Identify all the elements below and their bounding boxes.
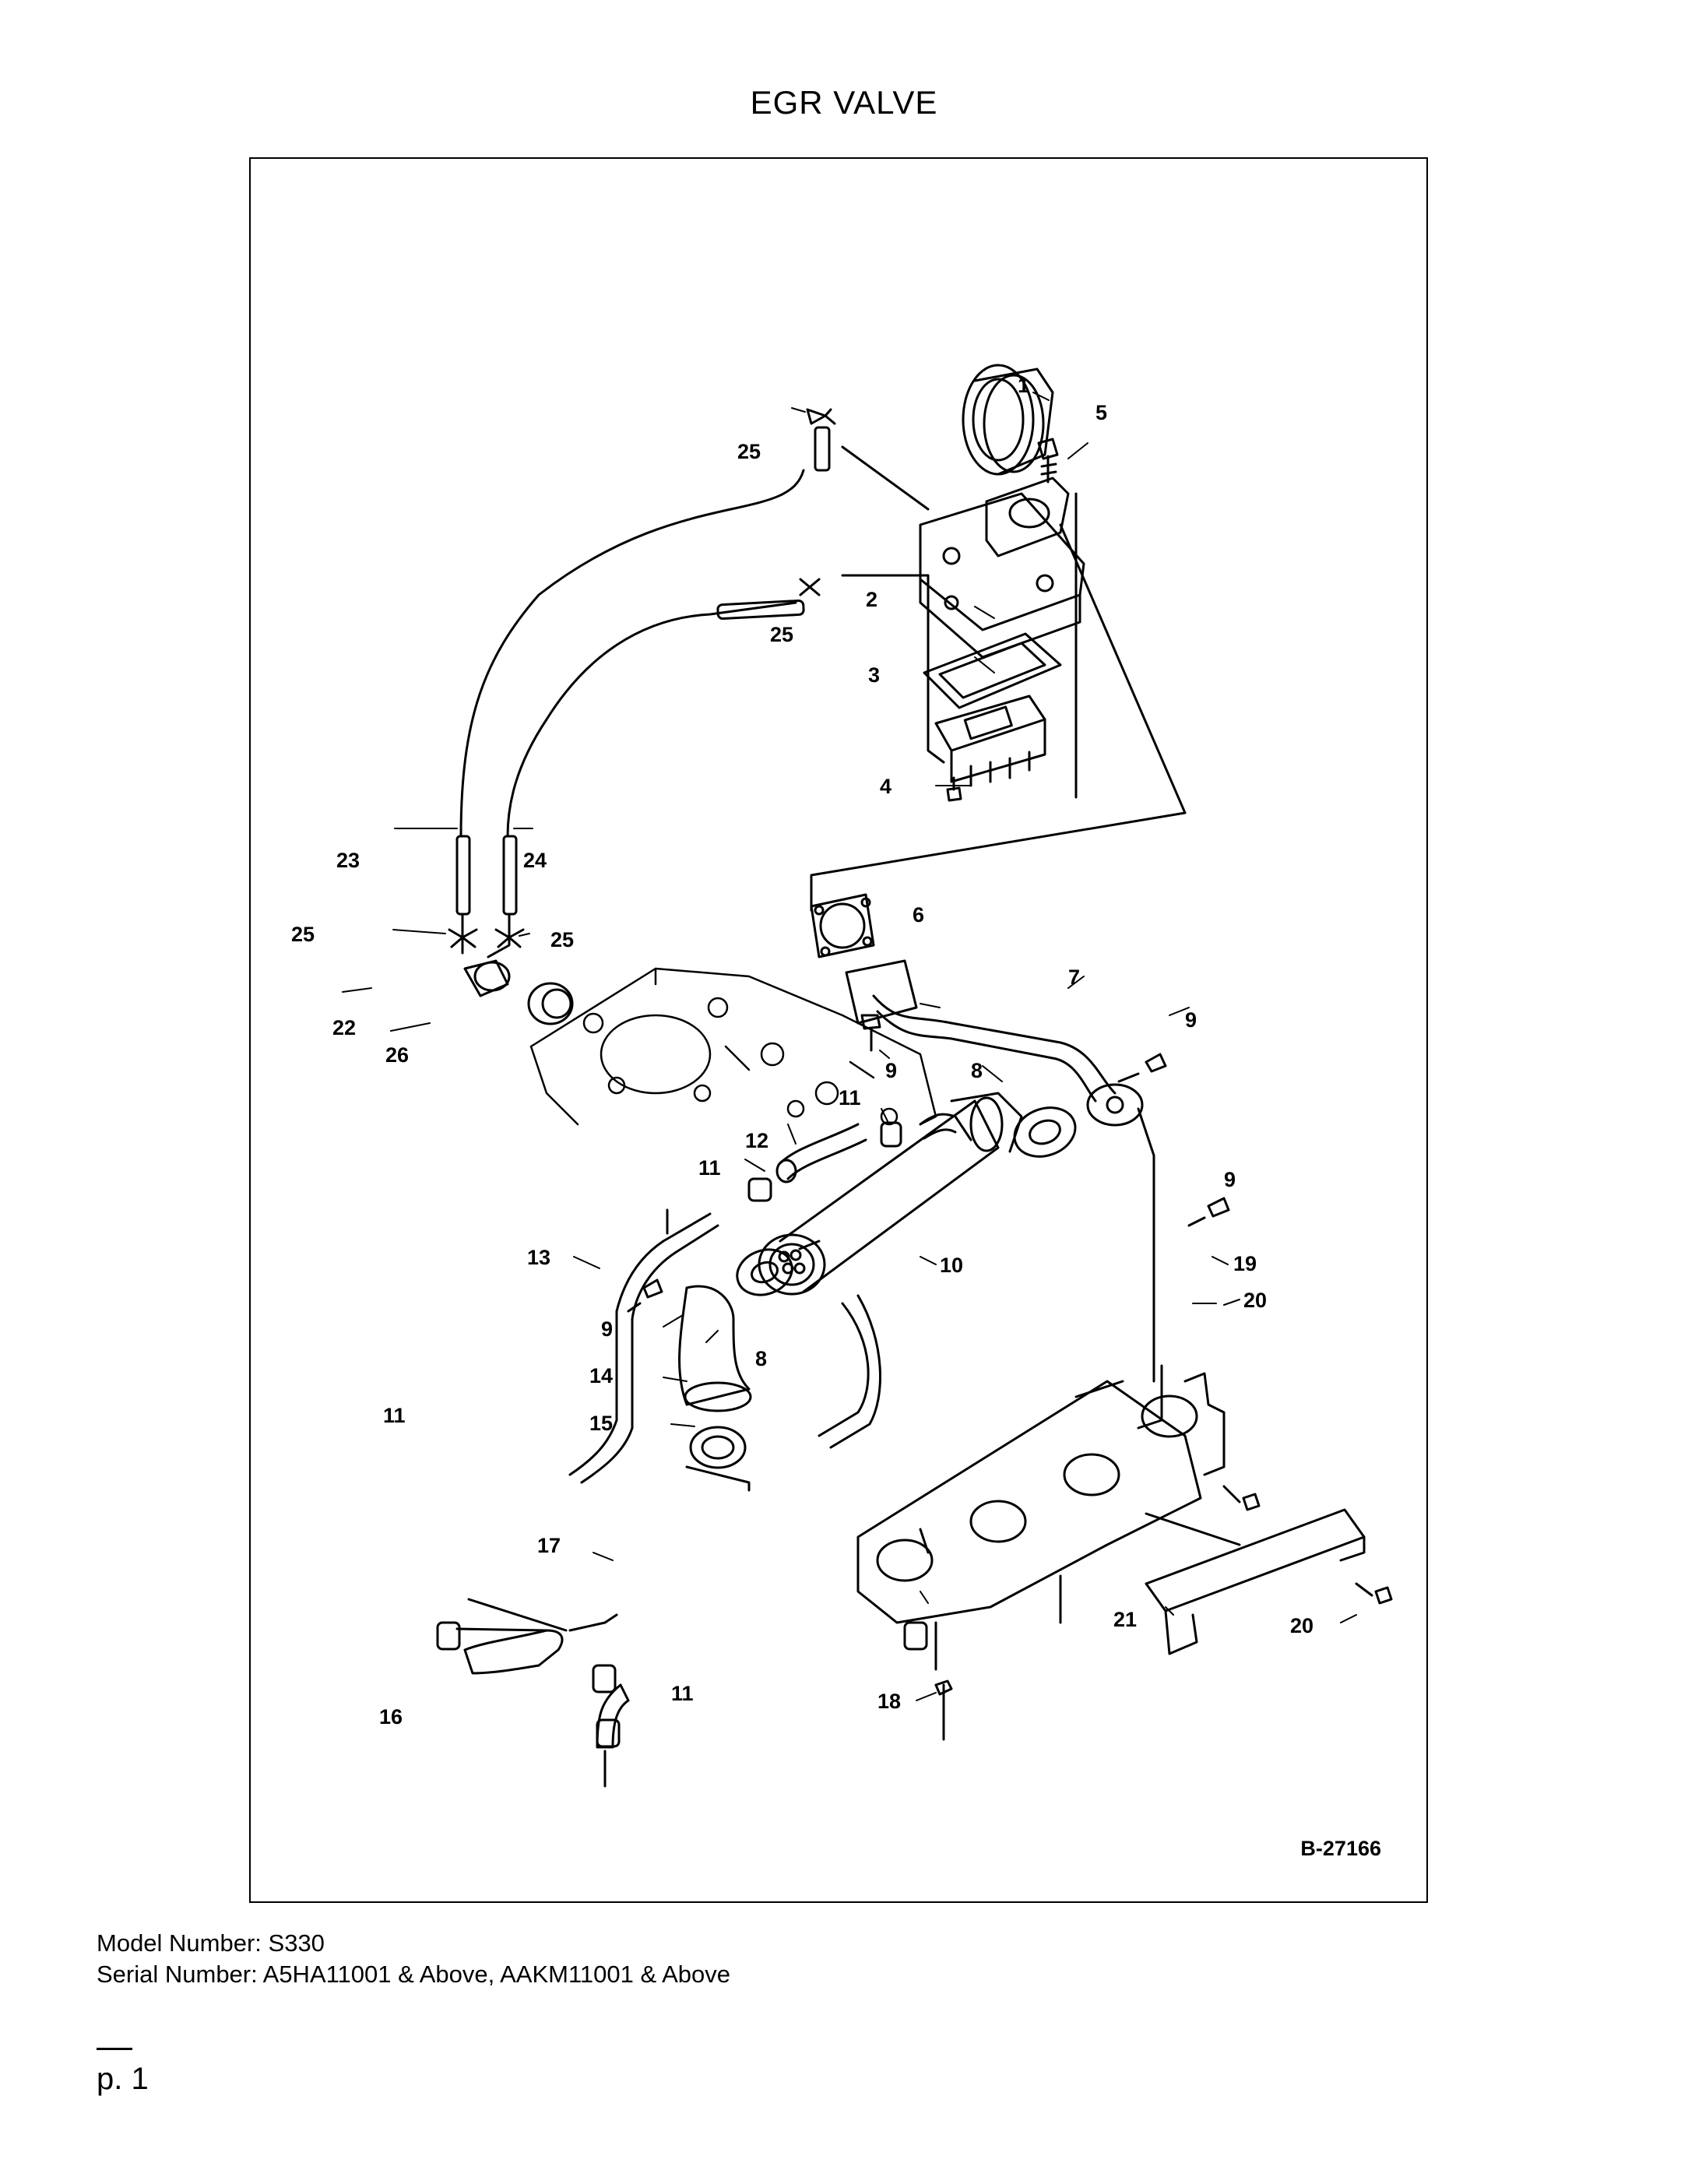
hose-16 (463, 1629, 564, 1675)
callout-20a: 20 (1243, 1289, 1267, 1312)
bolt-4 (946, 776, 962, 802)
grommet-26 (527, 982, 574, 1025)
diagram-frame: 1 5 25 2 25 3 4 23 24 25 25 22 26 6 7 9 … (249, 157, 1428, 1903)
callout-22: 22 (332, 1016, 356, 1039)
gasket-8 (736, 1106, 1077, 1296)
callout-9c: 9 (1224, 1168, 1236, 1191)
cylinder-head (529, 967, 937, 1126)
callout-13: 13 (527, 1246, 550, 1269)
callout-19: 19 (1233, 1252, 1257, 1275)
hose-12 (775, 1113, 972, 1183)
bolt-9c (1187, 1197, 1230, 1227)
callout-labels: 1 5 25 2 25 3 4 23 24 25 25 22 26 6 7 9 … (291, 374, 1313, 1729)
callout-20b: 20 (1290, 1614, 1313, 1637)
bolt-20b (1355, 1582, 1393, 1605)
model-number: Model Number: S330 (97, 1929, 325, 1957)
bolt-5 (1037, 438, 1059, 484)
callout-14: 14 (589, 1364, 613, 1387)
callout-9a: 9 (1185, 1008, 1197, 1032)
page-divider (97, 2048, 132, 2050)
callout-25b: 25 (770, 623, 793, 646)
callout-25c: 25 (291, 923, 315, 946)
callout-4: 4 (880, 775, 891, 798)
page-title: EGR VALVE (750, 84, 938, 121)
callout-11d: 11 (671, 1682, 694, 1705)
callout-8b: 8 (755, 1347, 767, 1370)
bolt-20a (1222, 1485, 1261, 1511)
callout-15: 15 (589, 1412, 613, 1435)
callout-12: 12 (745, 1129, 768, 1152)
connector-22 (463, 959, 511, 997)
plate-3 (934, 695, 1046, 787)
gasket-15 (689, 1426, 747, 1469)
callout-6: 6 (913, 903, 924, 927)
gasket-2 (923, 632, 1062, 709)
bolt-9a (860, 1014, 881, 1052)
elbow-14 (678, 1285, 752, 1412)
callout-16: 16 (379, 1705, 403, 1729)
callout-24: 24 (523, 849, 547, 872)
heat-shield-21 (1145, 1508, 1366, 1655)
exhaust-manifold (856, 1380, 1202, 1671)
clamp-25 (448, 408, 836, 948)
callout-11a: 11 (839, 1086, 861, 1110)
callout-17: 17 (537, 1534, 561, 1557)
callout-1: 1 (1018, 374, 1029, 397)
egr-valve-exploded-diagram: 1 5 25 2 25 3 4 23 24 25 25 22 26 6 7 9 … (291, 364, 1393, 1788)
pipe-13 (568, 1208, 719, 1484)
bracket-19 (1137, 1364, 1226, 1476)
callout-9d: 9 (601, 1317, 613, 1341)
callout-23: 23 (336, 849, 360, 872)
bolt-9b (1117, 1053, 1167, 1083)
page-number: p. 1 (97, 2062, 149, 2096)
callout-10: 10 (940, 1254, 963, 1277)
vacuum-lines (455, 426, 831, 958)
callout-11b: 11 (698, 1156, 721, 1180)
callout-25a: 25 (737, 440, 761, 463)
clamp-11 (436, 1121, 928, 1748)
egr-pipe-7 (845, 959, 1144, 1127)
egr-valve-assembly (919, 364, 1085, 659)
hose-17 (596, 1683, 630, 1749)
figure-id: B-27166 (1300, 1837, 1381, 1860)
callout-26: 26 (385, 1043, 409, 1067)
callout-11c: 11 (383, 1404, 406, 1427)
callout-21: 21 (1113, 1608, 1137, 1631)
callout-7: 7 (1068, 965, 1080, 989)
serial-number: Serial Number: A5HA11001 & Above, AAKM11… (97, 1961, 730, 1988)
callout-5: 5 (1095, 401, 1107, 424)
callout-25d: 25 (550, 928, 574, 951)
callout-8a: 8 (971, 1059, 983, 1082)
egr-cooler-10 (758, 1092, 1023, 1449)
callout-2: 2 (866, 588, 877, 611)
bolt-18 (934, 1679, 953, 1741)
gasket-6 (810, 893, 875, 958)
callout-18: 18 (877, 1690, 901, 1713)
callout-9b: 9 (885, 1059, 897, 1082)
callout-3: 3 (868, 663, 880, 687)
